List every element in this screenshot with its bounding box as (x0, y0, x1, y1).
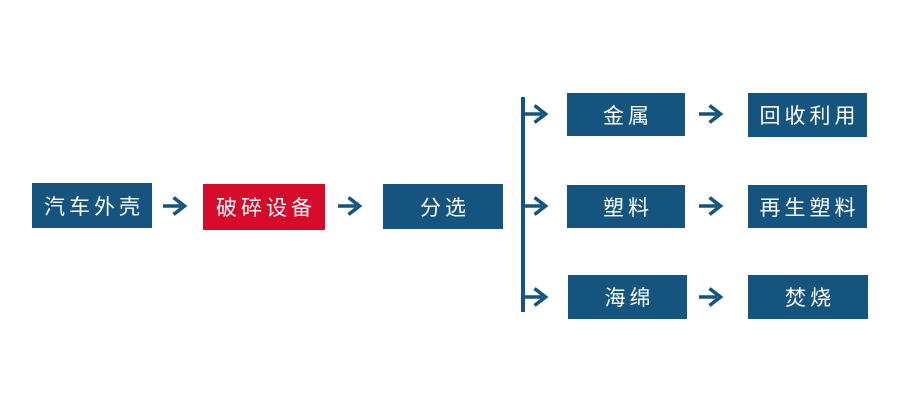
arrow-right-icon (338, 196, 363, 216)
arrow-right-icon (699, 104, 724, 124)
arrow-right-icon (699, 287, 724, 307)
arrow-right-icon (163, 196, 188, 216)
branch-connector-line (521, 97, 525, 312)
arrow-right-icon (699, 196, 724, 216)
node-recycled-plastic: 再生塑料 (748, 185, 867, 228)
node-crushing-equipment: 破碎设备 (203, 184, 325, 230)
arrow-right-icon (524, 196, 549, 216)
node-plastic: 塑料 (567, 185, 685, 228)
node-metal: 金属 (567, 93, 685, 136)
arrow-right-icon (524, 104, 549, 124)
node-incineration: 焚烧 (748, 275, 868, 319)
node-recycling: 回收利用 (748, 93, 867, 137)
arrow-right-icon (524, 287, 549, 307)
node-sponge: 海绵 (568, 275, 687, 319)
node-sorting: 分选 (383, 184, 503, 229)
node-car-shell: 汽车外壳 (32, 183, 152, 228)
